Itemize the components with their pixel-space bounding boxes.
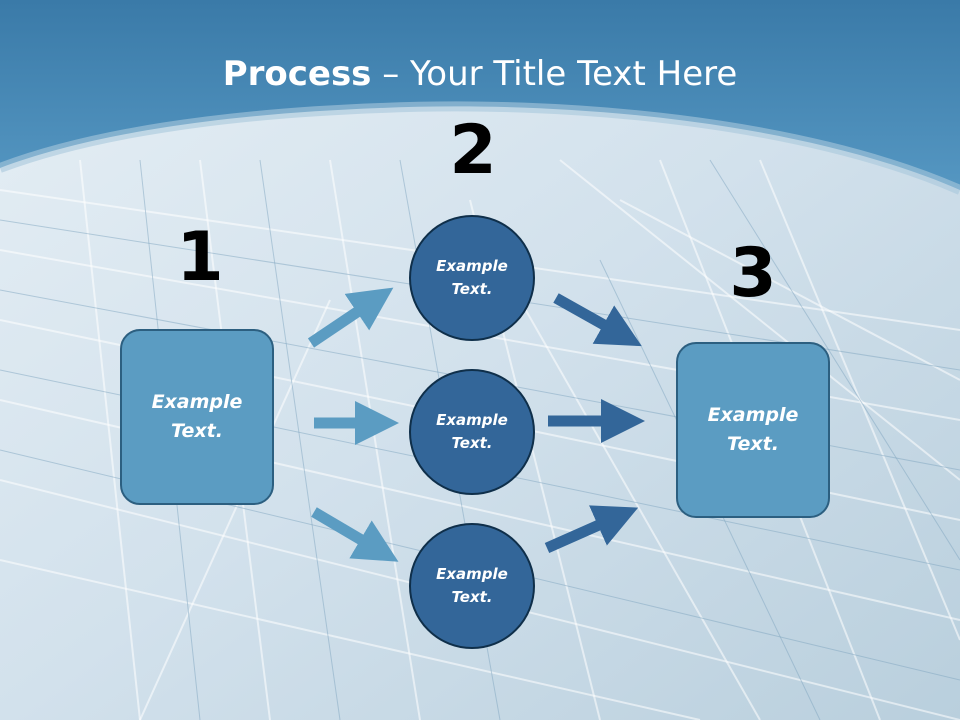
arrow-top-to-3: [553, 293, 642, 347]
step-number-1: 1: [176, 218, 224, 297]
circle-middle: Example Text.: [409, 369, 535, 495]
arrow-1-to-bottom: [311, 507, 399, 562]
title-rest: – Your Title Text Here: [371, 54, 738, 94]
step-3-label: Example Text.: [707, 404, 799, 455]
circle-top: Example Text.: [409, 215, 535, 341]
slide-title: Process – Your Title Text Here: [0, 52, 960, 96]
step-1-label: Example Text.: [151, 391, 243, 442]
step-1-box: Example Text.: [120, 329, 274, 505]
title-bold: Process: [222, 54, 372, 94]
circle-bottom: Example Text.: [409, 523, 535, 649]
circle-middle-label: Example Text.: [436, 411, 508, 452]
step-number-2: 2: [449, 111, 497, 190]
circle-top-label: Example Text.: [436, 257, 508, 298]
arrow-1-to-top: [307, 287, 394, 348]
arrow-bottom-to-3: [544, 505, 639, 554]
step-number-3: 3: [729, 234, 777, 313]
circle-bottom-label: Example Text.: [436, 565, 508, 606]
step-3-box: Example Text.: [676, 342, 830, 518]
